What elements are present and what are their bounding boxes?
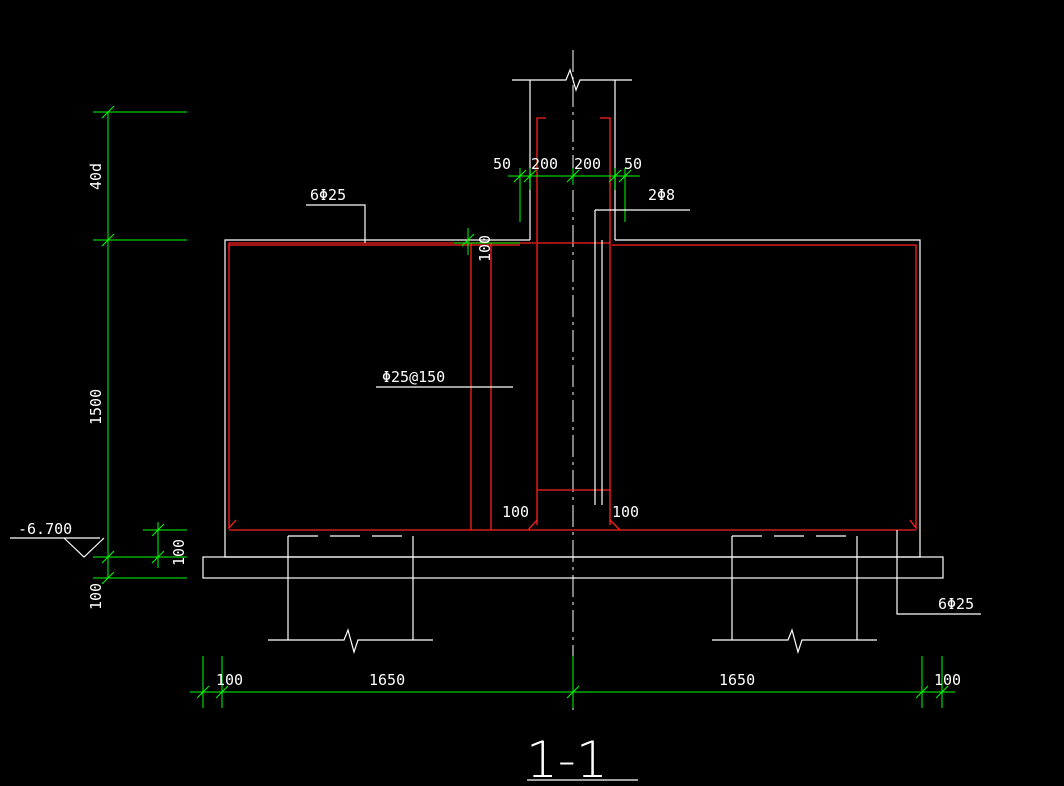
tick-top-530 [523,169,537,183]
dim-text-100-inner-right: 100 [612,503,639,521]
column-bar-left-foot [527,519,538,531]
tick-top-573 [566,169,580,183]
pile-right-break [712,628,877,655]
column-bar-right [600,117,611,525]
dim-text-cover-top: 100 [476,235,494,262]
leader-lines [10,204,981,781]
dim-text-40d: 40d [87,163,105,190]
concrete-outline [202,50,944,715]
tick-top-615 [608,169,622,183]
tick-578 [101,571,115,585]
dim-text-50-right: 50 [624,155,642,173]
dim-text-100-b: 100 [170,539,188,566]
leader-bottom-rebar [896,530,981,615]
leader-top-rebar [306,204,366,243]
tick-bot-920 [915,685,929,699]
tick-top-625 [618,169,632,183]
tick-cover-557 [151,550,165,564]
label-bottom-rebar: 6Φ25 [938,595,974,613]
tick-240 [101,233,115,247]
annotations: 6Φ25 2Φ8 Φ25@150 6Φ25 -6.700 1-1 40d 150… [18,155,974,786]
tick-top-520 [513,169,527,183]
dim-text-50-left: 50 [493,155,511,173]
stirrup-outline [594,210,603,505]
tick-bot-943 [935,685,949,699]
label-elevation: -6.700 [18,520,72,538]
dim-text-1650-left: 1650 [369,671,405,689]
column-bar-right-foot [609,519,621,531]
dim-text-1650-right: 1650 [719,671,755,689]
main-rebar-outer [228,244,520,530]
tick-bot-573 [566,685,580,699]
tick-cover-top [461,233,475,247]
section-title: 1-1 [526,731,608,786]
dimension-lines [93,105,955,708]
column-bar-left [536,117,546,525]
label-distribution: Φ25@150 [382,368,445,386]
dim-text-100-bottom-right: 100 [934,671,961,689]
elevation-triangle [63,537,105,558]
tick-bot-225 [215,685,229,699]
dim-text-100-bottom-left: 100 [216,671,243,689]
dim-text-200-left: 200 [531,155,558,173]
dim-text-1500: 1500 [87,389,105,425]
label-top-rebar: 6Φ25 [310,186,346,204]
label-stirrup: 2Φ8 [648,186,675,204]
dim-text-200-right: 200 [574,155,601,173]
reinforcement [228,117,917,531]
main-rebar-right-outer [612,244,917,530]
tick-bot-203 [196,685,210,699]
tick-cover-530 [151,523,165,537]
tick-557 [101,550,115,564]
tick-112 [101,105,115,119]
dim-text-100-inner-left: 100 [502,503,529,521]
dim-text-100-a: 100 [87,583,105,610]
pile-left-break [268,628,433,655]
